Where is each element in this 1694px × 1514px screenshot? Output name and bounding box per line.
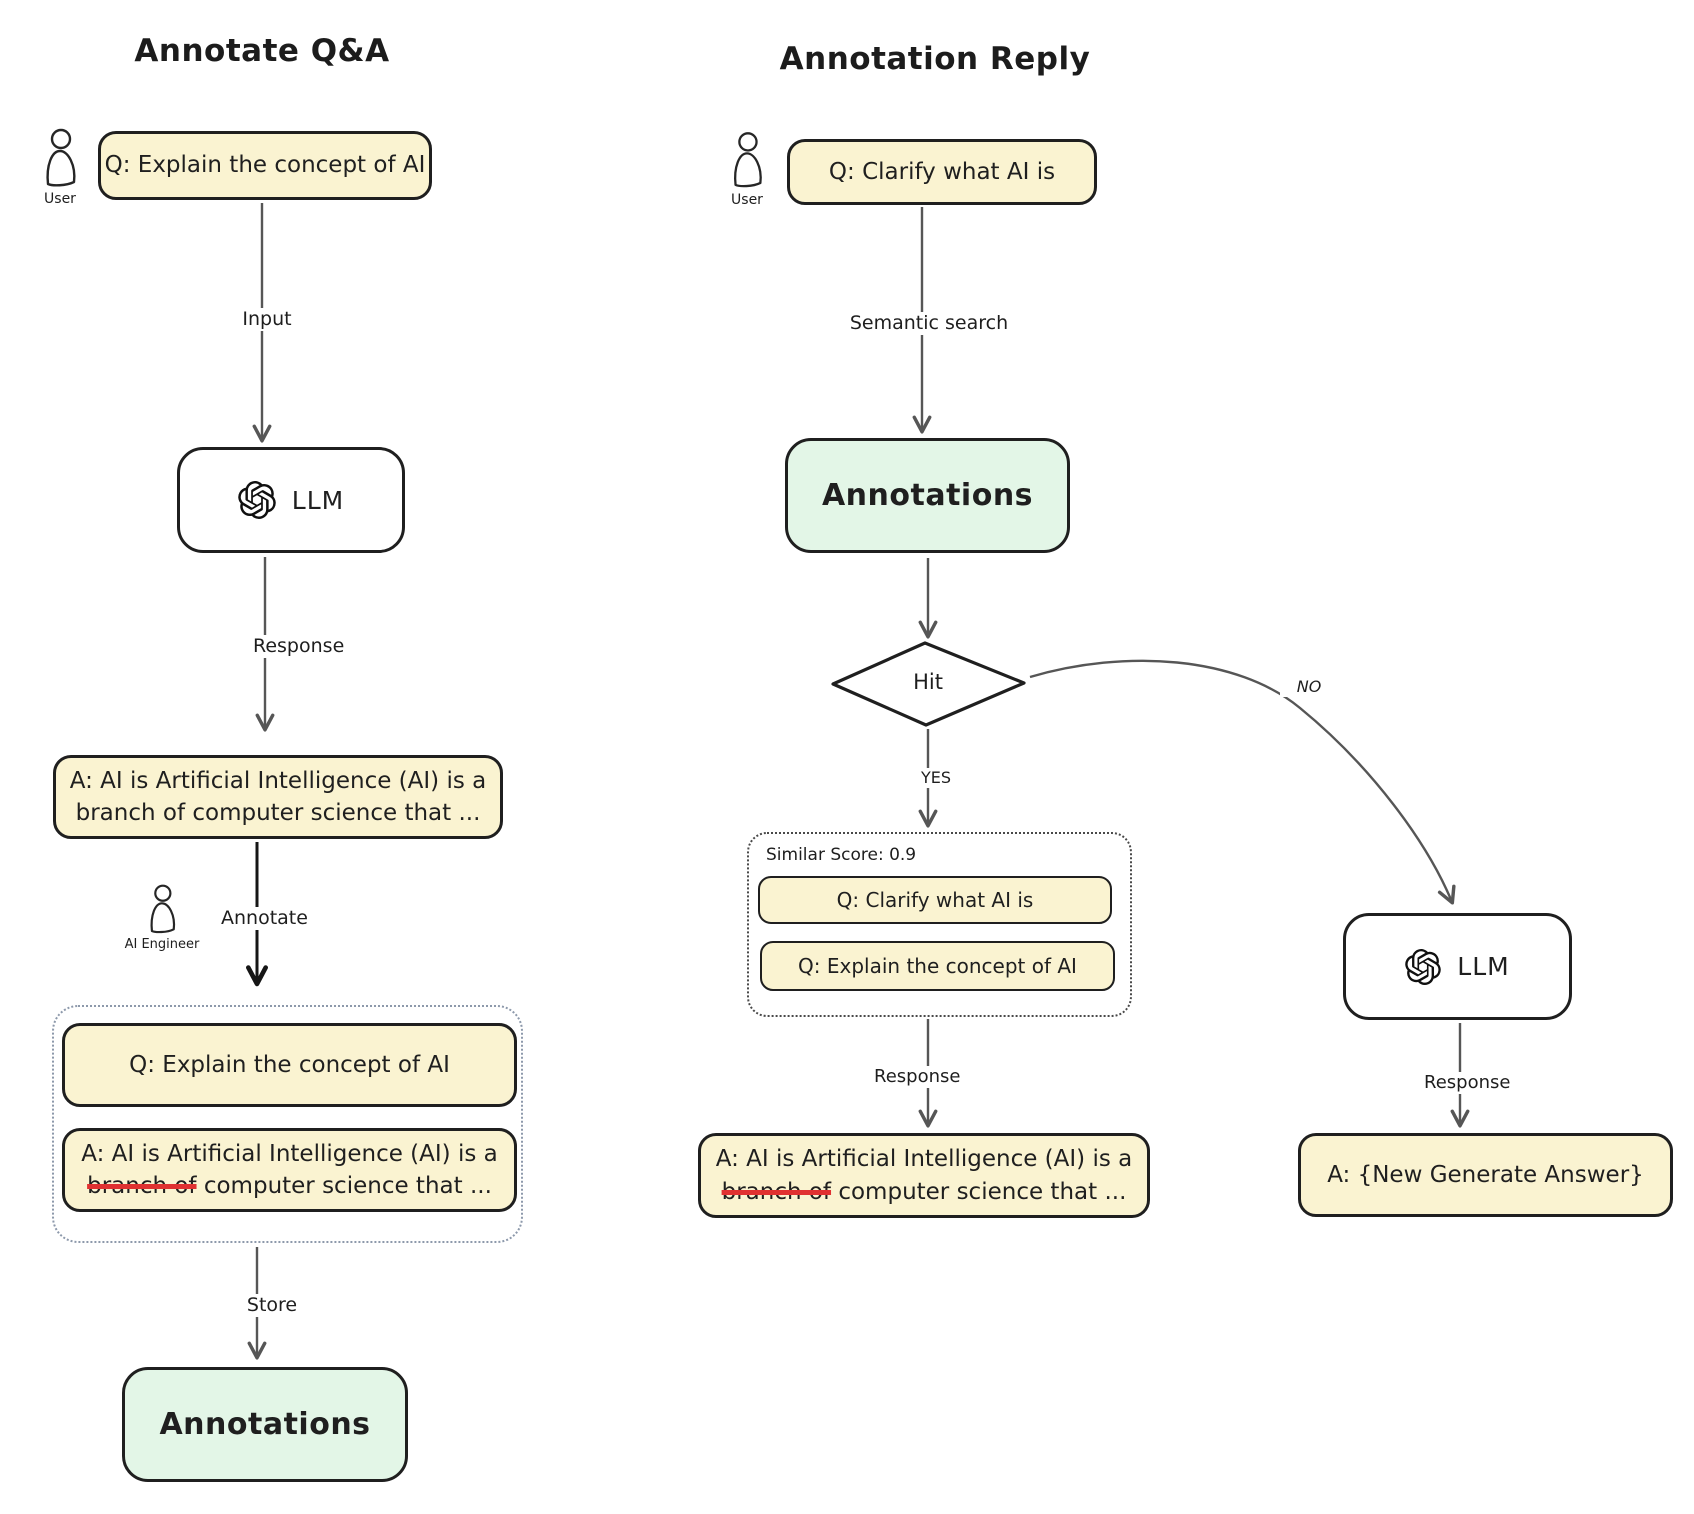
answer-rest-text: computer science that ... xyxy=(196,1173,492,1199)
engineer-figure: AI Engineer xyxy=(122,884,202,951)
llm-box-right: LLM xyxy=(1343,913,1572,1020)
answer-box-left: A: AI is Artificial Intelligence (AI) is… xyxy=(53,755,503,839)
annotated-question-text: Q: Explain the concept of AI xyxy=(129,1051,450,1078)
user-icon xyxy=(46,128,76,187)
user-label: User xyxy=(44,191,76,207)
original-question-box: Q: Explain the concept of AI xyxy=(760,941,1115,991)
input-edge-label: Input xyxy=(221,308,313,331)
answer-line1: A: AI is Artificial Intelligence (AI) is… xyxy=(715,1146,1133,1173)
struck-text: branch of xyxy=(721,1178,832,1205)
new-answer-text: A: {New Generate Answer} xyxy=(1327,1161,1644,1188)
answer-line2: branch of computer science that ... xyxy=(75,800,481,826)
left-column-title: Annotate Q&A xyxy=(134,33,390,69)
no-curve-arrow xyxy=(1029,659,1456,905)
matched-question-text: Q: Clarify what AI is xyxy=(836,888,1034,912)
annotated-question-box: Q: Explain the concept of AI xyxy=(62,1023,517,1107)
question-text: Q: Clarify what AI is xyxy=(828,158,1056,185)
similar-score-label: Similar Score: 0.9 xyxy=(766,845,917,865)
annotated-answer-line1: A: AI is Artificial Intelligence (AI) is… xyxy=(81,1140,498,1167)
answer-rest-text: computer science that ... xyxy=(831,1178,1127,1205)
answer-line1: A: AI is Artificial Intelligence (AI) is… xyxy=(69,767,487,794)
response-edge-label-right: Response xyxy=(868,1066,966,1088)
match-group xyxy=(747,832,1132,1017)
openai-logo-icon xyxy=(1405,948,1442,985)
annotations-db-right: Annotations xyxy=(785,438,1070,553)
llm-box-left: LLM xyxy=(177,447,405,553)
question-box-left: Q: Explain the concept of AI xyxy=(98,131,432,200)
user-icon xyxy=(734,132,762,188)
right-column-title: Annotation Reply xyxy=(779,41,1091,77)
user-figure-right: User xyxy=(713,131,781,207)
matched-question-box: Q: Clarify what AI is xyxy=(758,876,1112,924)
answer-box-right: A: AI is Artificial Intelligence (AI) is… xyxy=(698,1133,1150,1218)
hit-decision-label: Hit xyxy=(913,670,943,694)
no-branch-label: NO xyxy=(1280,677,1338,697)
new-answer-box: A: {New Generate Answer} xyxy=(1298,1133,1673,1217)
openai-logo-icon xyxy=(238,481,276,519)
engineer-icon xyxy=(150,884,176,934)
user-figure-left: User xyxy=(26,128,94,206)
response-edge-label-left: Response xyxy=(247,635,344,658)
annotations-db-left: Annotations xyxy=(122,1367,408,1482)
question-text: Q: Explain the concept of AI xyxy=(104,152,426,179)
hit-diamond xyxy=(831,641,1026,727)
annotate-edge-label: Annotate xyxy=(215,907,309,930)
semantic-search-edge-label: Semantic search xyxy=(842,312,1016,335)
user-label: User xyxy=(731,192,763,208)
struck-text: branch of xyxy=(87,1173,197,1199)
annotated-answer-box: A: AI is Artificial Intelligence (AI) is… xyxy=(62,1128,517,1212)
annotations-db-label: Annotations xyxy=(821,477,1034,513)
annotated-answer-line2: branch of computer science that ... xyxy=(87,1170,492,1202)
engineer-label: AI Engineer xyxy=(124,937,200,952)
original-question-text: Q: Explain the concept of AI xyxy=(798,954,1077,978)
question-box-right: Q: Clarify what AI is xyxy=(787,139,1097,205)
answer-line2: branch of computer science that ... xyxy=(722,1176,1127,1208)
llm-label: LLM xyxy=(1457,952,1510,981)
yes-branch-label: YES xyxy=(900,768,972,788)
annotations-db-label: Annotations xyxy=(159,1406,371,1442)
llm-label: LLM xyxy=(291,485,345,515)
llm-response-edge-label: Response xyxy=(1418,1072,1516,1094)
annotation-group-left xyxy=(52,1005,523,1243)
store-edge-label: Store xyxy=(226,1294,318,1317)
